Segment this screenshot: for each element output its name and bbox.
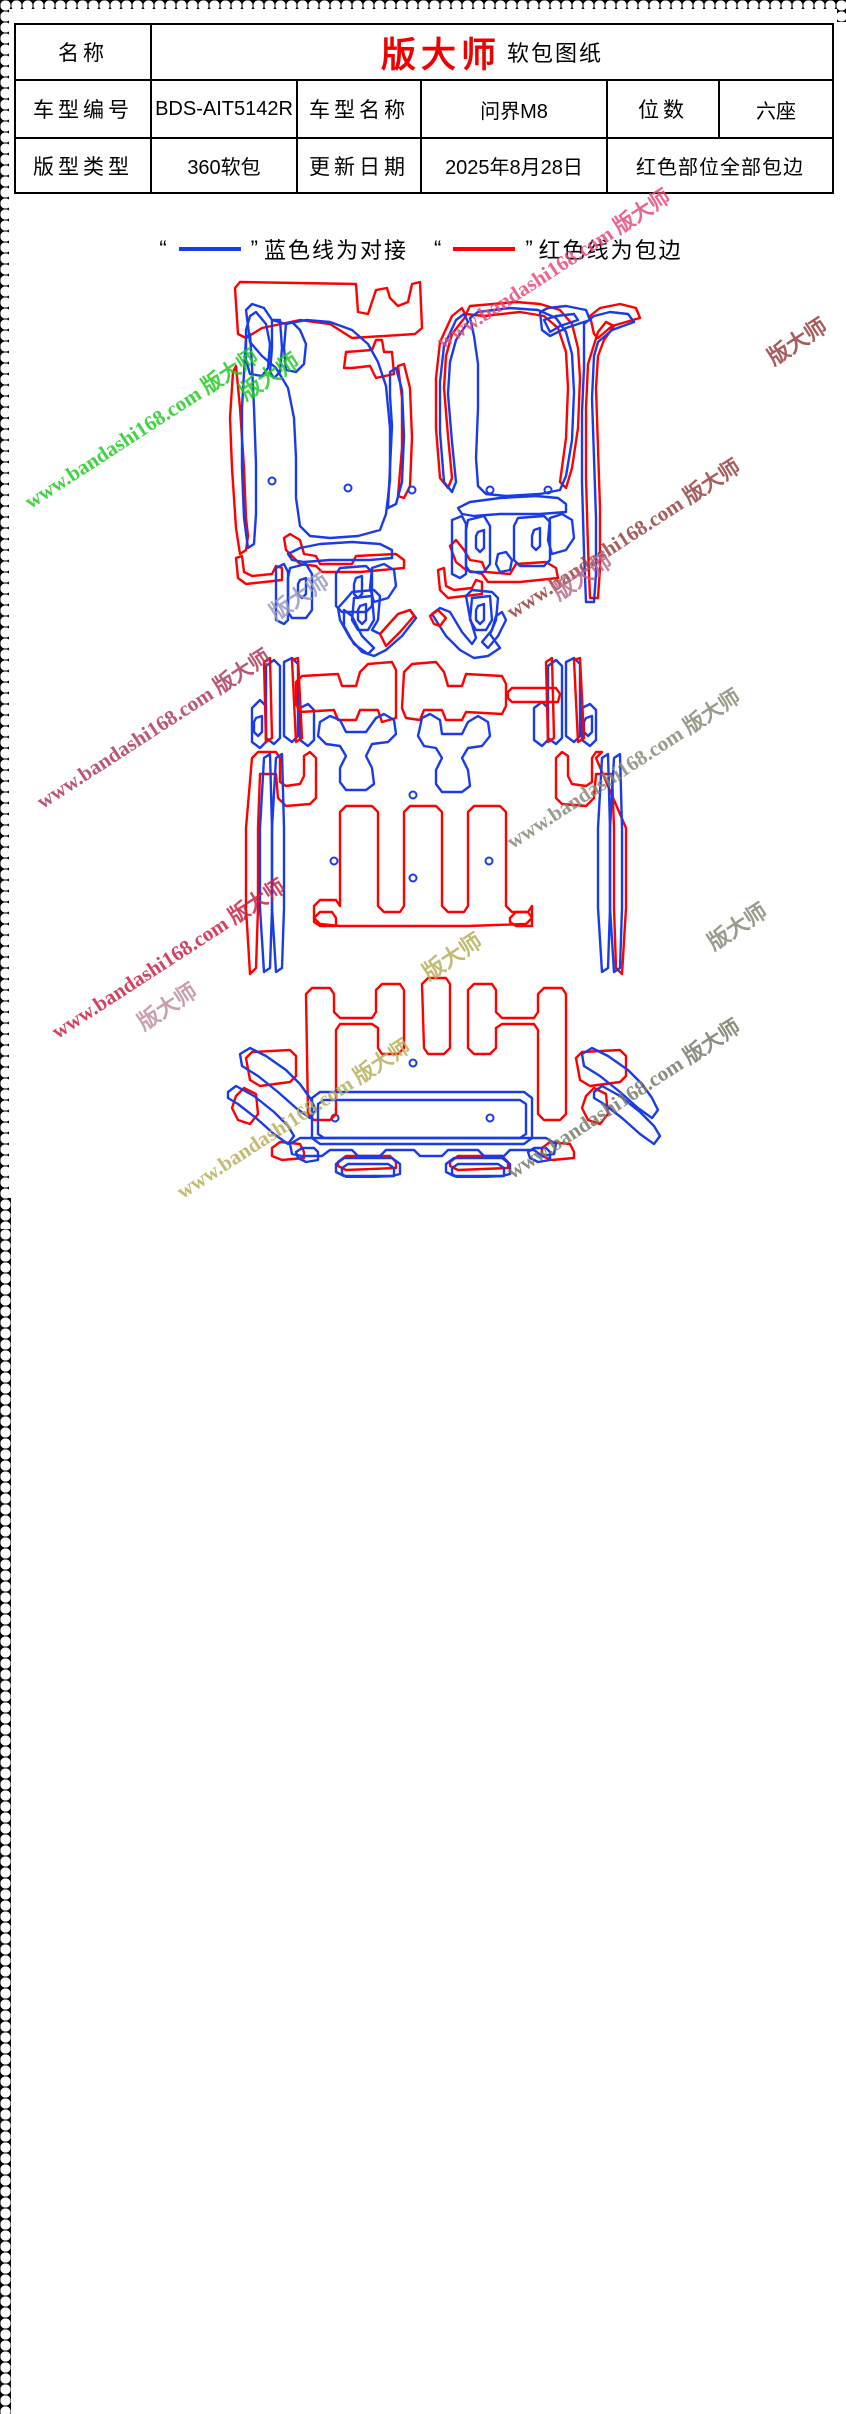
side-rail-left-red	[244, 750, 318, 976]
seat-count-label: 位数	[606, 79, 720, 139]
mid-center-left-red	[294, 660, 398, 724]
document-subtitle: 软包图纸	[507, 41, 604, 66]
mid-center-left-blue	[316, 712, 398, 792]
document-title-cell: 版大师软包图纸	[149, 23, 835, 81]
table-row-title: 名称 版大师软包图纸	[14, 23, 835, 81]
mid-center-right-blue	[416, 712, 492, 794]
update-date-label: 更新日期	[296, 137, 422, 194]
model-code-value: BDS-AIT5142R	[150, 79, 298, 139]
update-date-value: 2025年8月28日	[420, 137, 608, 194]
mounting-holes	[267, 476, 553, 1123]
model-name-value: 问界M8	[420, 79, 608, 139]
front-left-floor-blue	[240, 302, 406, 626]
trunk-mat-red	[230, 976, 628, 1172]
name-label: 名称	[14, 23, 152, 81]
stamp-border-top	[0, 0, 846, 11]
legend-blue-swatch	[178, 247, 241, 251]
side-rail-right-blue	[596, 752, 624, 974]
legend-blue-text: 蓝色线为对接	[263, 238, 408, 263]
mid-center-right-red	[400, 660, 508, 722]
side-rail-left-blue	[258, 752, 286, 974]
seat-count-value: 六座	[717, 79, 835, 139]
edging-note: 红色部位全部包边	[605, 137, 835, 194]
legend-red-open-quote: “	[434, 236, 444, 261]
mid-left-sill-blue	[250, 656, 316, 750]
brand-title: 版大师	[381, 35, 502, 76]
pattern-drawing	[0, 268, 846, 1178]
legend-red-text: 红色线为包边	[538, 238, 683, 263]
trunk-mat-blue	[226, 1046, 662, 1178]
model-code-label: 车型编号	[14, 79, 152, 139]
line-color-legend: “ ” 蓝色线为对接 “ ” 红色线为包边	[0, 233, 846, 265]
page-content: 名称 版大师软包图纸 车型编号 BDS-AIT5142R 车型名称 问界M8 位…	[0, 23, 846, 1203]
legend-red-swatch	[453, 247, 516, 251]
stamp-border-right	[0, 1229, 11, 2414]
pattern-type-value: 360软包	[150, 137, 298, 194]
bracket-left-red	[378, 608, 416, 648]
side-rail-right-red	[554, 750, 628, 976]
front-right-floor-blue	[438, 304, 636, 604]
bracket-right-red	[428, 608, 448, 628]
mid-small-bar-red	[506, 686, 562, 704]
mid-left-sill-red	[262, 656, 304, 744]
table-row-model: 车型编号 BDS-AIT5142R 车型名称 问界M8 位数 六座	[14, 79, 835, 139]
second-row-mat-red	[312, 804, 534, 928]
legend-blue-close-quote: ”	[250, 236, 260, 261]
bracket-right-blue	[430, 588, 508, 660]
legend-red-close-quote: ”	[525, 236, 535, 261]
mid-right-sill-red	[544, 656, 586, 744]
legend-blue-open-quote: “	[159, 236, 169, 261]
spec-table: 名称 版大师软包图纸 车型编号 BDS-AIT5142R 车型名称 问界M8 位…	[14, 23, 835, 194]
pattern-type-label: 版型类型	[14, 137, 152, 194]
stamp-border-left	[0, 22, 11, 1229]
table-row-pattern: 版型类型 360软包 更新日期 2025年8月28日 红色部位全部包边	[14, 137, 835, 194]
model-name-label: 车型名称	[296, 79, 422, 139]
